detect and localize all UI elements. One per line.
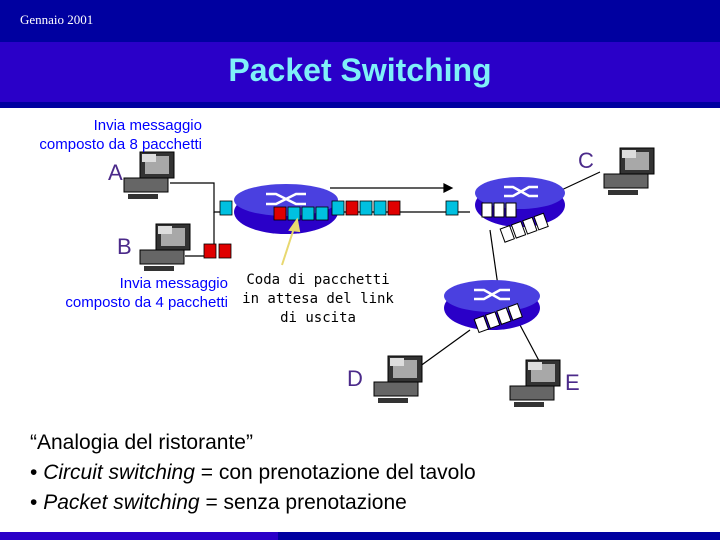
computer-c <box>603 147 655 195</box>
queue-annotation: Coda di pacchetti in attesa del link di … <box>240 271 396 328</box>
node-label-a: A <box>108 160 123 185</box>
computer-a <box>123 151 175 199</box>
node-label-c: C <box>578 148 594 173</box>
annotation-a: Invia messaggio composto da 8 pacchetti <box>39 116 202 154</box>
analogy-packet-line: • Packet switching = senza prenotazione <box>30 488 476 518</box>
annotation-b-line2: composto da 4 pacchetti <box>65 294 228 311</box>
annotation-a-line1: Invia messaggio <box>93 117 202 134</box>
queue-annotation-line2: in attesa del link <box>242 291 394 307</box>
annotation-b-line1: Invia messaggio <box>119 275 228 292</box>
footer-stripe <box>0 532 278 540</box>
router3-queue <box>473 302 523 334</box>
queue-pointer-arrow <box>281 217 301 266</box>
computer-b <box>139 223 191 271</box>
annotation-b: Invia messaggio composto da 4 pacchetti <box>65 274 228 312</box>
bullet: • <box>30 461 38 484</box>
annotation-a-line2: composto da 8 pacchetti <box>39 136 202 153</box>
slide-title: Packet Switching <box>228 52 492 88</box>
bullet: • <box>30 491 38 514</box>
circuit-switching-term: Circuit switching <box>43 461 195 484</box>
circuit-switching-desc: = con prenotazione del tavolo <box>194 461 476 484</box>
page-number: 22 <box>687 502 700 517</box>
computer-e <box>509 359 561 407</box>
computer-d <box>373 355 423 403</box>
content-area <box>0 108 720 532</box>
node-label-b: B <box>117 234 132 259</box>
queue-annotation-line1: Coda di pacchetti <box>246 272 390 288</box>
router2-queue <box>481 202 549 243</box>
node-label-d: D <box>347 366 363 391</box>
packet-switching-term: Packet switching <box>43 491 200 514</box>
node-label-e: E <box>565 370 580 395</box>
header-date: Gennaio 2001 <box>20 12 94 27</box>
router-2 <box>475 177 565 227</box>
restaurant-analogy: “Analogia del ristorante” • Circuit swit… <box>30 428 476 518</box>
analogy-heading: “Analogia del ristorante” <box>30 431 253 454</box>
packet-a <box>219 200 233 216</box>
link-packets <box>331 200 459 216</box>
packet-b <box>218 243 232 259</box>
analogy-circuit-line: • Circuit switching = con prenotazione d… <box>30 458 476 488</box>
packet-switching-desc: = senza prenotazione <box>199 491 407 514</box>
router1-queue <box>273 206 329 221</box>
title-band <box>0 42 720 102</box>
packet-b <box>203 243 217 259</box>
travel-arrow <box>330 183 454 193</box>
queue-annotation-line3: di uscita <box>280 310 356 326</box>
